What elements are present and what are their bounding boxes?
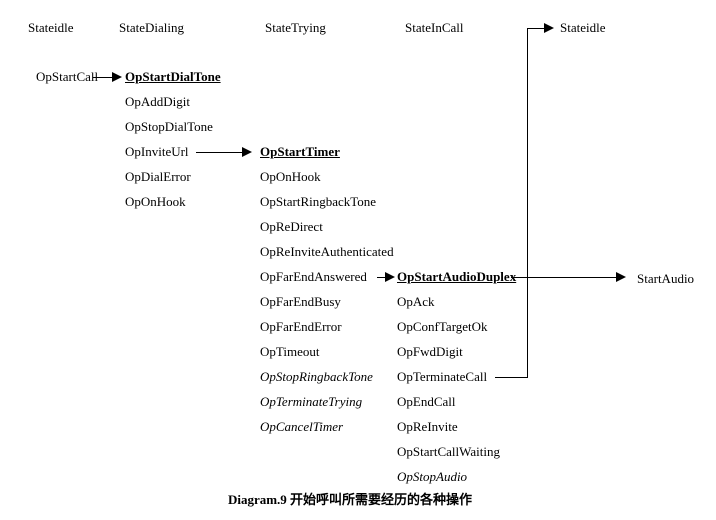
dialing-op-on-hook: OpOnHook (125, 194, 186, 209)
trying-op-timeout: OpTimeout (260, 344, 320, 359)
incall-op-ack: OpAck (397, 294, 435, 309)
trying-op-cancel-timer: OpCancelTimer (260, 419, 344, 434)
header-state-incall: StateInCall (405, 20, 464, 35)
incall-op-conf-target-ok: OpConfTargetOk (397, 319, 488, 334)
arrow-terminate-call-to-state-idle-head-icon (544, 23, 554, 33)
incall-op-stop-audio: OpStopAudio (397, 469, 468, 484)
trying-op-stop-ringback-tone: OpStopRingbackTone (260, 369, 373, 384)
arrow-invite-url-to-start-timer-head-icon (242, 147, 252, 157)
arrow-invite-url-to-start-timer-line (196, 152, 243, 153)
trying-op-far-end-error: OpFarEndError (260, 319, 342, 334)
arrow-start-call-to-start-dial-tone-head-icon (112, 72, 122, 82)
line-terminate-call-stub (495, 377, 528, 378)
column-dialing-ops: OpStartDialTone OpAddDigit OpStopDialTon… (125, 64, 221, 214)
header-state-idle-right: Stateidle (560, 20, 606, 35)
arrow-terminate-call-to-state-idle-line (527, 28, 545, 29)
dialing-op-invite-url: OpInviteUrl (125, 144, 189, 159)
incall-op-terminate-call: OpTerminateCall (397, 369, 488, 384)
start-audio-label: StartAudio (637, 271, 695, 286)
dialing-op-stop-dial-tone: OpStopDialTone (125, 119, 213, 134)
arrow-start-audio-duplex-to-start-audio-head-icon (616, 272, 626, 282)
incall-op-fwd-digit: OpFwdDigit (397, 344, 463, 359)
header-state-dialing: StateDialing (119, 20, 184, 35)
idle-op-start-call: OpStartCall (36, 69, 99, 84)
arrow-start-call-to-start-dial-tone-line (93, 77, 113, 78)
trying-op-start-ringback-tone: OpStartRingbackTone (260, 194, 377, 209)
trying-op-start-timer: OpStartTimer (260, 144, 340, 159)
incall-op-start-call-waiting: OpStartCallWaiting (397, 444, 500, 459)
dialing-op-dial-error: OpDialError (125, 169, 191, 184)
incall-op-re-invite: OpReInvite (397, 419, 458, 434)
diagram-caption: Diagram.9 开始呼叫所需要经历的各种操作 (227, 492, 473, 507)
trying-op-re-direct: OpReDirect (260, 219, 323, 234)
column-trying-ops: OpStartTimer OpOnHook OpStartRingbackTon… (260, 139, 394, 439)
incall-op-end-call: OpEndCall (397, 394, 456, 409)
trying-op-far-end-answered: OpFarEndAnswered (260, 269, 367, 284)
arrow-far-end-answered-to-start-audio-duplex-line (377, 277, 386, 278)
line-terminate-call-riser (527, 28, 528, 378)
trying-op-on-hook: OpOnHook (260, 169, 321, 184)
header-state-idle-left: Stateidle (28, 20, 74, 35)
trying-op-far-end-busy: OpFarEndBusy (260, 294, 341, 309)
header-state-trying: StateTrying (265, 20, 326, 35)
column-incall-ops: OpStartAudioDuplex OpAck OpConfTargetOk … (397, 264, 516, 489)
arrow-far-end-answered-to-start-audio-duplex-head-icon (385, 272, 395, 282)
dialing-op-add-digit: OpAddDigit (125, 94, 190, 109)
dialing-op-start-dial-tone: OpStartDialTone (125, 69, 221, 84)
trying-op-terminate-trying: OpTerminateTrying (260, 394, 363, 409)
column-idle-ops: OpStartCall (36, 64, 98, 89)
arrow-start-audio-duplex-to-start-audio-line (511, 277, 617, 278)
trying-op-re-invite-authenticated: OpReInviteAuthenticated (260, 244, 394, 259)
incall-op-start-audio-duplex: OpStartAudioDuplex (397, 269, 517, 284)
